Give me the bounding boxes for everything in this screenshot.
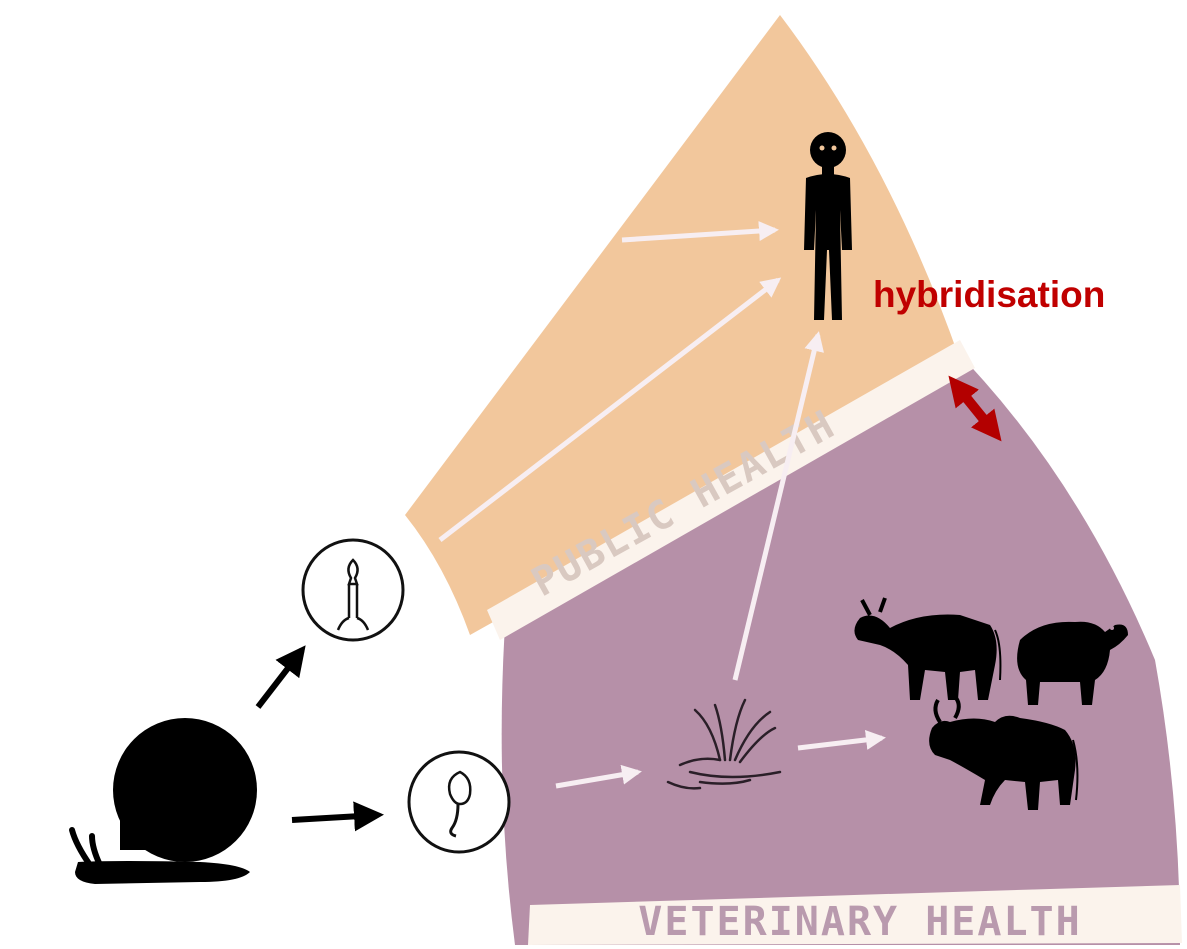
snail-to-simple-cercaria-arrow	[292, 815, 378, 820]
cercaria-forked-tail-icon	[303, 540, 403, 640]
snail-to-forked-cercaria-arrow	[258, 650, 302, 707]
snail-icon	[72, 718, 257, 884]
hybridisation-label: hybridisation	[873, 274, 1105, 315]
cercaria-simple-tail-icon	[409, 752, 509, 852]
veterinary-health-label: VETERINARY HEALTH	[638, 899, 1081, 945]
